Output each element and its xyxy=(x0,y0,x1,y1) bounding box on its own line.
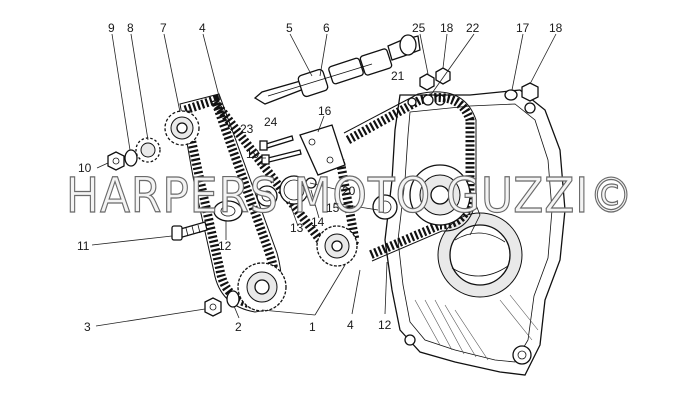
callout-12-bottom: 12 xyxy=(378,318,392,332)
crankshaft-pulley-1 xyxy=(237,262,287,312)
callout-13: 13 xyxy=(290,221,304,235)
callout-labels: 9 8 7 4 5 6 25 18 22 17 18 21 16 24 23 1… xyxy=(77,21,563,334)
washer-21 xyxy=(407,97,417,107)
callout-25: 25 xyxy=(412,21,426,35)
callout-19: 19 xyxy=(246,147,260,161)
washer-22 xyxy=(422,94,434,106)
nut-25 xyxy=(419,73,435,91)
bracket-16 xyxy=(299,124,346,176)
tensioner-roller-15 xyxy=(372,194,398,220)
leader-lines xyxy=(91,33,557,327)
camshaft-pulley xyxy=(409,164,471,226)
callout-14: 14 xyxy=(311,215,325,229)
callout-7: 7 xyxy=(160,21,167,35)
callout-4-bottom: 4 xyxy=(347,318,354,332)
camshaft xyxy=(253,34,421,105)
washer-9 xyxy=(124,149,138,167)
idler-pulley xyxy=(316,225,358,267)
callout-15: 15 xyxy=(326,201,340,215)
callout-3: 3 xyxy=(84,320,91,334)
callout-18-right: 18 xyxy=(549,21,563,35)
tensioner-pulley-12 xyxy=(213,200,243,222)
screw-19 xyxy=(261,149,302,165)
callout-20: 20 xyxy=(342,184,356,198)
callout-21: 21 xyxy=(391,69,405,83)
callout-6: 6 xyxy=(323,21,330,35)
callout-12-left: 12 xyxy=(218,239,232,253)
nut-10 xyxy=(107,151,125,171)
callout-24: 24 xyxy=(264,115,278,129)
nut-18-right xyxy=(521,82,539,102)
callout-17: 17 xyxy=(516,21,530,35)
callout-18-top: 18 xyxy=(440,21,454,35)
callout-1: 1 xyxy=(309,320,316,334)
callout-23: 23 xyxy=(240,122,254,136)
nut-3 xyxy=(204,297,222,317)
callout-16: 16 xyxy=(318,104,332,118)
callout-11: 11 xyxy=(77,239,90,253)
callout-9: 9 xyxy=(108,21,115,35)
bearing-13 xyxy=(256,185,278,207)
washer-17 xyxy=(504,89,518,101)
ring-14 xyxy=(279,175,309,205)
bolt-11 xyxy=(171,221,208,241)
drive-gear-7 xyxy=(164,110,200,146)
washer-2 xyxy=(226,290,240,308)
callout-8: 8 xyxy=(127,21,134,35)
callout-5: 5 xyxy=(286,21,293,35)
screw-23 xyxy=(259,135,294,151)
callout-22: 22 xyxy=(466,21,480,35)
callout-2: 2 xyxy=(235,320,242,334)
upper-timing-belt xyxy=(343,91,477,262)
callout-4-top: 4 xyxy=(199,21,206,35)
callout-10: 10 xyxy=(78,161,92,175)
gear-8 xyxy=(135,137,161,163)
watermark-text: HARPERS MOTO GUZZI© xyxy=(66,168,634,224)
timing-cover-housing xyxy=(384,89,566,376)
